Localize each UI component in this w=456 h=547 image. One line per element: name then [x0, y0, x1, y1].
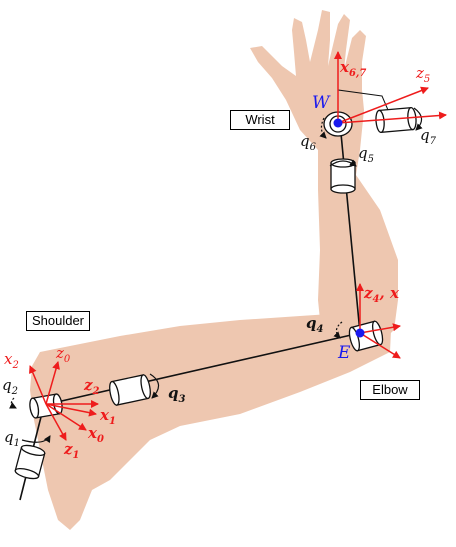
- label-q2: q2: [2, 376, 18, 397]
- cylinder-q5: [330, 158, 356, 194]
- arm-silhouette: [30, 10, 398, 530]
- forearm-hand-shape: [250, 10, 398, 345]
- link-shoulder-elbow: [43, 332, 361, 406]
- axis-z7: [337, 111, 447, 124]
- wrist-center-dot: [333, 118, 343, 128]
- axis-x2: [29, 365, 47, 405]
- rotation-arrows: [9, 107, 423, 443]
- axes: [29, 51, 447, 441]
- axis-x1: [45, 403, 97, 417]
- label-E: E: [337, 343, 351, 363]
- label-W: W: [312, 93, 331, 113]
- label-z1: z1: [63, 440, 80, 461]
- label-q1: q1: [4, 428, 20, 449]
- axis-elbow-down: [359, 332, 401, 359]
- rotation-arrow-q4: [333, 321, 343, 339]
- label-x2: x2: [4, 350, 19, 371]
- rotation-arrow-q5: [329, 159, 357, 167]
- label-z5: z5: [415, 64, 430, 85]
- label-x67: x6,7: [339, 58, 366, 79]
- label-z0: z0: [55, 344, 71, 365]
- elbow-center-dot: [355, 328, 365, 338]
- rotation-arrow-q2: [9, 397, 17, 409]
- rotation-arrow-q7: [413, 107, 423, 131]
- joint-cylinders: [14, 106, 417, 480]
- label-x1: x1: [99, 406, 116, 427]
- axis-z1: [45, 403, 67, 441]
- rotation-arrow-q1: [21, 435, 51, 443]
- axis-z5: [337, 86, 429, 124]
- label-q6: q6: [300, 132, 317, 153]
- link-elbow-wrist: [339, 122, 361, 334]
- cylinder-q1: [14, 444, 46, 480]
- label-elbow-box: Elbow: [360, 380, 420, 400]
- label-shoulder-box: Shoulder: [26, 311, 90, 331]
- label-q7: q7: [420, 126, 437, 147]
- cylinder-q7: [375, 106, 417, 134]
- label-q3: q3: [168, 384, 186, 405]
- axis-z0: [45, 361, 60, 405]
- axis-x0: [45, 403, 87, 431]
- rotation-arrow-q3: [149, 373, 160, 399]
- upper-arm-shape: [30, 308, 392, 530]
- cylinder-q3: [109, 374, 151, 406]
- label-q4: q4: [306, 314, 324, 335]
- label-z4: z4, x: [363, 284, 400, 305]
- label-x0: x0: [87, 424, 104, 445]
- label-q5: q5: [358, 144, 374, 165]
- axis-elbow-x: [359, 323, 401, 334]
- label-wrist-box: Wrist: [230, 110, 290, 130]
- label-z2: z2: [83, 376, 100, 397]
